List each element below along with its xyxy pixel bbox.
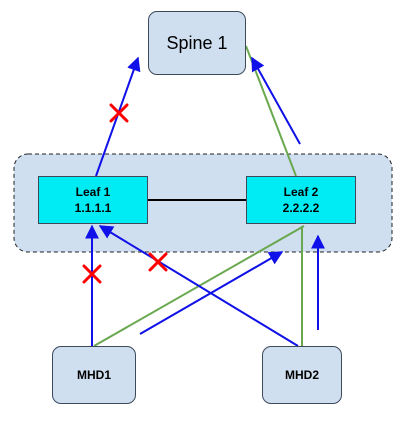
mhd1-node: MHD1 — [52, 346, 136, 404]
mhd2-to-leaf1-arrow — [98, 225, 299, 347]
mhd2-node: MHD2 — [262, 346, 342, 404]
fail-mark-mhd1-leaf1 — [82, 264, 102, 284]
leaf2-to-spine1-arrow — [251, 56, 301, 145]
fail-mark-mhd2-leaf1 — [148, 252, 168, 272]
leaf2-node: Leaf 2 2.2.2.2 — [246, 176, 356, 224]
mhd1-to-leaf2-arrow — [139, 251, 284, 335]
fail-mark-leaf1-spine1 — [109, 103, 129, 123]
spine1-node: Spine 1 — [148, 11, 246, 75]
leaf1-node: Leaf 1 1.1.1.1 — [38, 176, 148, 224]
